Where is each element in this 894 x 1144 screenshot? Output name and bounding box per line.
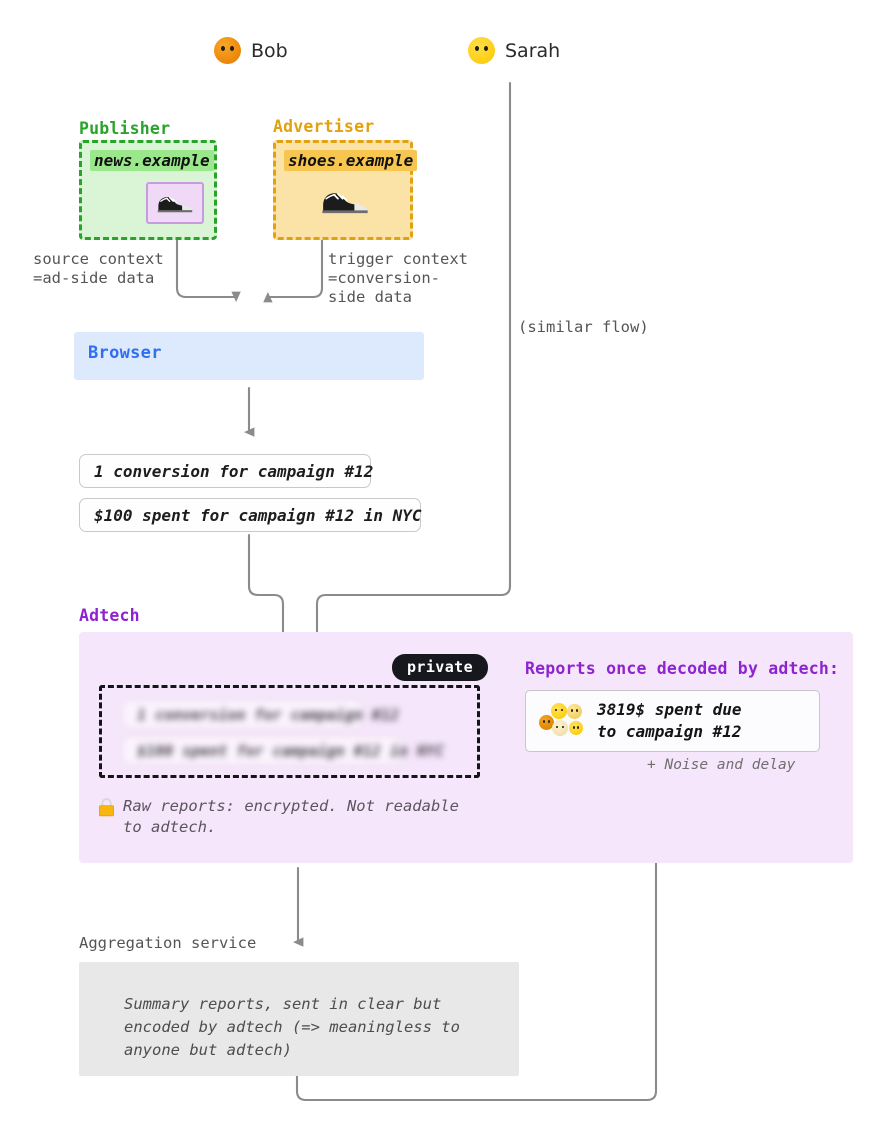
actor-bob: Bob [214,37,288,64]
message-box: $100 spent for campaign #12 in NYC [79,498,422,532]
adtech-label: Adtech [79,606,140,625]
padlock-icon [98,798,114,817]
noise-and-delay-note: + Noise and delay [647,757,796,773]
advertiser-label: Advertiser [273,117,375,136]
publisher-url: news.example [90,150,214,171]
raw-reports-note: Raw reports: encrypted. Not readable to … [98,796,498,838]
advertiser-product-icon-wrap [320,187,370,215]
browser-label: Browser [88,343,162,363]
advertiser-url: shoes.example [284,150,418,171]
actor-sarah-label: Sarah [505,39,561,62]
browser-panel: Browser [74,332,424,380]
yellow-face-icon [468,37,495,64]
aggregation-service-text: Summary reports, sent in clear but encod… [124,995,460,1059]
actor-bob-label: Bob [251,39,288,62]
publisher-site-box: news.example [79,140,217,240]
adtech-panel: private 1 conversion for campaign #12 $1… [79,632,853,863]
message-box: 1 conversion for campaign #12 [79,454,373,488]
raw-reports-note-text: Raw reports: encrypted. Not readable to … [123,797,459,836]
advertiser-site-box: shoes.example [273,140,418,240]
source-context-caption: source context =ad-side data [33,250,164,287]
orange-face-icon [214,37,241,64]
people-faces-icon [539,701,589,741]
publisher-label: Publisher [79,119,171,138]
decoded-report-text: 3819$ spent due to campaign #12 [597,700,742,741]
private-badge: private [392,654,489,681]
blurred-report: 1 conversion for campaign #12 [122,700,399,729]
similar-flow-note: (similar flow) [518,318,649,336]
trigger-context-caption: trigger context =conversion- side data [328,250,468,306]
blurred-report: $100 spent for campaign #12 in NYC [122,736,444,765]
actor-sarah: Sarah [468,37,560,64]
decoded-report-box: 3819$ spent due to campaign #12 [525,690,820,752]
reports-title: Reports once decoded by adtech: [525,659,840,678]
sneaker-icon [157,196,193,213]
aggregation-service-label: Aggregation service [79,934,257,952]
raw-reports-container: 1 conversion for campaign #12 $100 spent… [99,685,480,778]
aggregation-service-panel: Summary reports, sent in clear but encod… [79,962,519,1076]
sneaker-icon [322,193,368,214]
publisher-ad-slot[interactable] [146,182,204,224]
